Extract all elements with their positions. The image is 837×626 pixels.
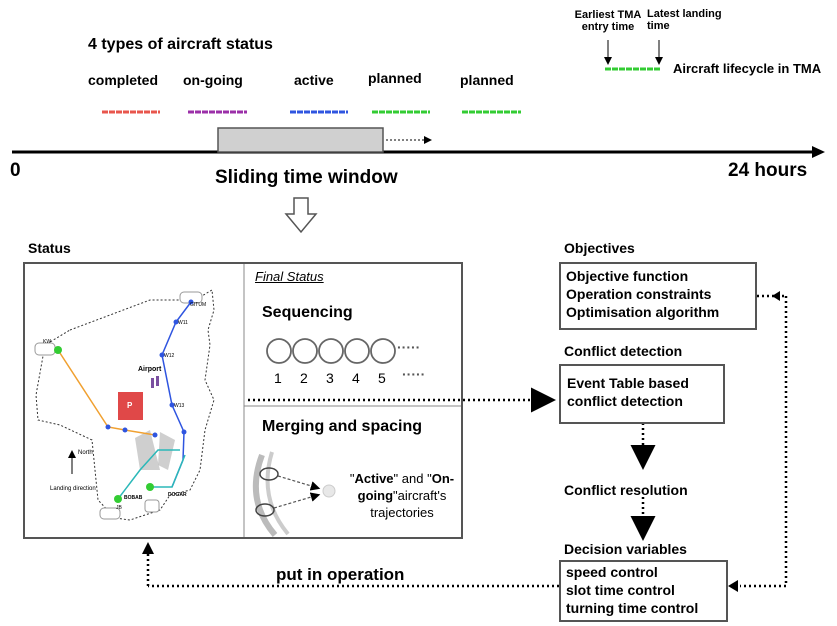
tma-map [34,289,215,521]
status-label-planned-2: planned [460,72,514,88]
map-waypoint: W11 [178,320,188,326]
conflict-detection-heading: Conflict detection [564,343,683,359]
sequencing-circles [266,338,396,364]
lifecycle-graphic [604,40,663,71]
status-types-title: 4 types of aircraft status [88,36,273,53]
objective-item: Operation constraints [566,286,712,302]
sequence-number: 5 [378,370,386,386]
conflict-detection-box: Event Table based conflict detection [559,364,725,424]
objectives-box: Objective function Operation constraints… [559,262,757,330]
map-waypoint: DOGAR [168,492,187,498]
conflict-detection-item: Event Table based [567,375,689,391]
map-waypoint: BOBAB [124,495,143,501]
sequencing-heading: Sequencing [262,304,353,321]
sliding-window-rect [217,127,384,153]
map-waypoint: W12 [164,353,175,359]
earliest-entry-label: Earliest TMA entry time [574,9,642,33]
objective-item: Optimisation algorithm [566,304,720,320]
sequence-number: 3 [326,370,334,386]
status-label-planned-1: planned [368,70,422,86]
final-status-label: Final Status [255,269,324,284]
objectives-heading: Objectives [564,240,635,256]
sequence-ellipsis-bottom: ····· [402,366,426,382]
map-waypoint: JB [116,505,122,511]
put-in-operation-label: put in operation [276,565,405,584]
sliding-window-label: Sliding time window [215,167,398,188]
decision-variable-item: speed control [566,564,658,580]
conflict-detection-item: conflict detection [567,393,683,409]
map-north-label: North [78,450,93,456]
latest-landing-label: Latest landing time [647,8,722,32]
status-panel-frame [23,262,463,539]
map-parking-label: P [127,401,133,410]
status-label-active: active [294,72,334,88]
merging-graphic [252,451,336,537]
decision-variable-item: turning time control [566,600,699,616]
status-label-on-going: on-going [183,72,243,88]
merging-heading: Merging and spacing [262,418,423,435]
map-waypoint: KW [43,339,52,345]
timeline-start: 0 [10,160,21,181]
sequence-number: 4 [352,370,360,386]
sequence-ellipsis-top: ····· [397,339,421,355]
sequence-number: 1 [274,370,282,386]
map-waypoint: GITUM [190,302,207,308]
hollow-down-arrow [284,197,318,234]
lifecycle-legend: Aircraft lifecycle in TMA [673,61,822,76]
decision-variables-box: speed control slot time control turning … [559,560,728,622]
conflict-resolution-heading: Conflict resolution [564,482,688,498]
status-heading: Status [28,240,71,256]
objective-item: Objective function [566,268,689,284]
decision-variable-item: slot time control [566,582,675,598]
status-label-completed: completed [88,72,159,88]
timeline [12,127,825,158]
map-waypoint: W13 [174,403,185,409]
decision-variables-heading: Decision variables [564,541,687,557]
map-landing-direction: Landing direction [50,486,96,492]
timeline-end: 24 hours [728,160,808,181]
map-airport-label: Airport [138,366,162,373]
sequence-number: 2 [300,370,308,386]
